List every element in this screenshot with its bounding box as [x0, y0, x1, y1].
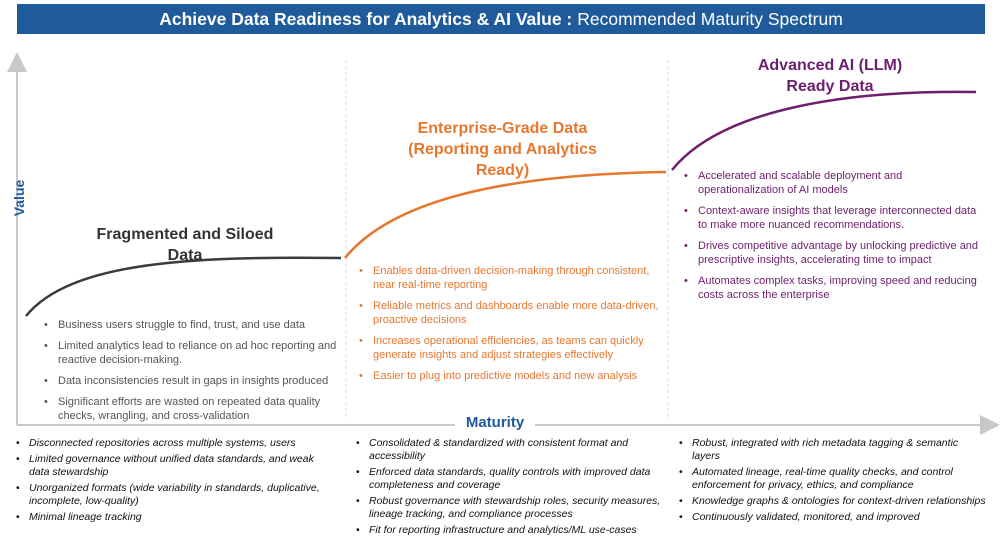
list-item: Enforced data standards, quality control… — [355, 466, 670, 492]
curve-stage-2 — [344, 170, 667, 259]
list-item: Continuously validated, monitored, and i… — [678, 511, 988, 524]
list-item: Context-aware insights that leverage int… — [682, 204, 988, 232]
stage-2-title-line: Ready) — [475, 162, 530, 179]
stage-3-characteristics: Robust, integrated with rich metadata ta… — [678, 437, 988, 527]
curve-stage-3 — [671, 90, 977, 171]
curve-stage-1 — [25, 256, 342, 317]
list-item: Business users struggle to find, trust, … — [42, 318, 344, 332]
stage-3-title: Advanced AI (LLM) Ready Data — [735, 55, 925, 97]
list-item: Data inconsistencies result in gaps in i… — [42, 374, 344, 388]
list-item: Knowledge graphs & ontologies for contex… — [678, 495, 988, 508]
x-axis-label: Maturity — [455, 414, 535, 431]
stage-2-title: Enterprise-Grade Data (Reporting and Ana… — [385, 118, 620, 181]
stage-2-benefits: Enables data-driven decision-making thro… — [357, 264, 662, 390]
list-item: Robust, integrated with rich metadata ta… — [678, 437, 988, 463]
list-item: Automates complex tasks, improving speed… — [682, 274, 988, 302]
list-item: Significant efforts are wasted on repeat… — [42, 395, 344, 423]
stage-3-benefits: Accelerated and scalable deployment and … — [682, 169, 988, 309]
stage-1-title: Fragmented and Siloed Data — [60, 224, 310, 266]
list-item: Fit for reporting infrastructure and ana… — [355, 524, 670, 537]
list-item: Limited governance without unified data … — [15, 453, 335, 479]
banner-title-bold: Achieve Data Readiness for Analytics & A… — [159, 8, 573, 29]
stage-1-benefits: Business users struggle to find, trust, … — [42, 318, 344, 430]
list-item: Limited analytics lead to reliance on ad… — [42, 339, 344, 367]
stage-2-title-line: Enterprise-Grade Data — [417, 120, 588, 137]
stage-2-characteristics: Consolidated & standardized with consist… — [355, 437, 670, 540]
list-item: Enables data-driven decision-making thro… — [357, 264, 662, 292]
list-item: Easier to plug into predictive models an… — [357, 369, 662, 383]
list-item: Consolidated & standardized with consist… — [355, 437, 670, 463]
banner-title-light: Recommended Maturity Spectrum — [577, 8, 843, 29]
stage-3-title-line: Advanced AI (LLM) — [757, 57, 903, 74]
list-item: Robust governance with stewardship roles… — [355, 495, 670, 521]
stage-2-title-line: (Reporting and Analytics — [408, 141, 597, 158]
list-item: Accelerated and scalable deployment and … — [682, 169, 988, 197]
list-item: Drives competitive advantage by unlockin… — [682, 239, 988, 267]
list-item: Increases operational efficiencies, as t… — [357, 334, 662, 362]
list-item: Reliable metrics and dashboards enable m… — [357, 299, 662, 327]
stage-1-title-line: Data — [167, 247, 203, 264]
stage-1-characteristics: Disconnected repositories across multipl… — [15, 437, 335, 527]
list-item: Unorganized formats (wide variability in… — [15, 482, 335, 508]
list-item: Disconnected repositories across multipl… — [15, 437, 335, 450]
title-banner: Achieve Data Readiness for Analytics & A… — [17, 4, 985, 34]
stage-3-title-line: Ready Data — [786, 78, 874, 95]
list-item: Automated lineage, real-time quality che… — [678, 466, 988, 492]
list-item: Minimal lineage tracking — [15, 511, 335, 524]
y-axis-label: Value — [11, 179, 27, 217]
stage-1-title-line: Fragmented and Siloed — [96, 226, 274, 243]
